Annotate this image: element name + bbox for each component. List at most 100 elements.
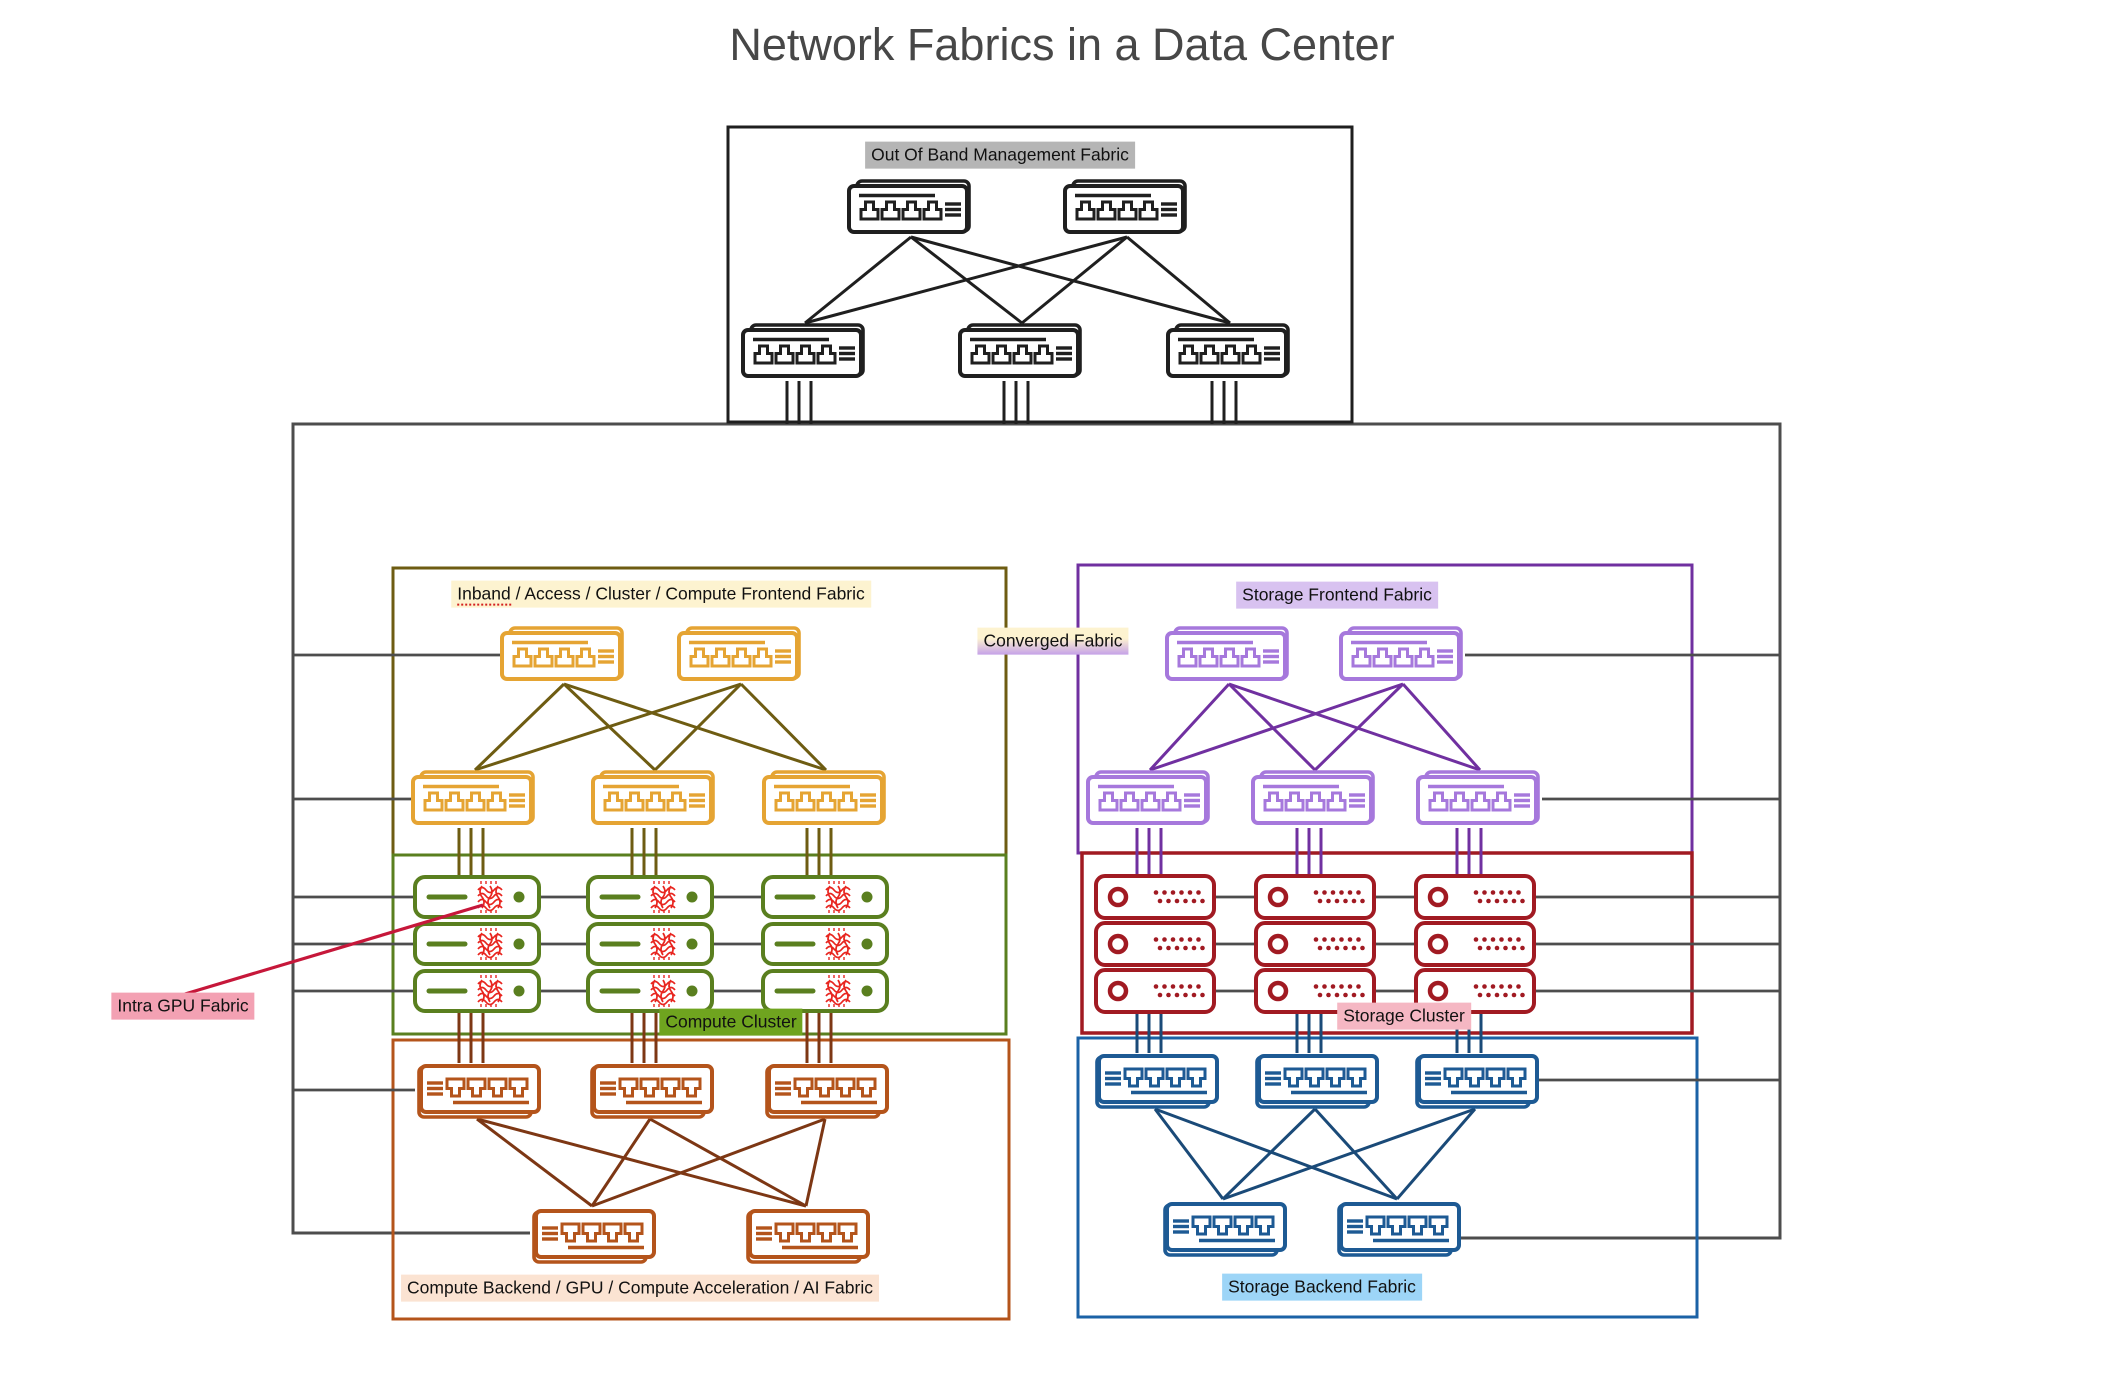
compute-server-3-1	[761, 875, 889, 919]
port-icon	[1178, 344, 1199, 365]
port-icon	[1191, 1215, 1212, 1236]
port-icon	[639, 1077, 660, 1098]
oob-leaf-switch-1	[741, 323, 865, 378]
drive-dot	[1477, 898, 1483, 904]
compute-server-1-3	[413, 969, 541, 1013]
storage-backend-spine-switch-1	[1163, 1202, 1287, 1257]
status-dot	[686, 891, 698, 903]
drive-dot	[1477, 945, 1483, 951]
drive-dot	[1313, 984, 1319, 989]
port-icon	[466, 1077, 487, 1098]
port-icon	[1428, 791, 1449, 812]
drive-dot	[1330, 937, 1336, 942]
gpu-icon	[825, 975, 851, 1007]
compute-backend-leaf-switch-2	[590, 1064, 714, 1119]
drive-dot	[1477, 992, 1483, 998]
drive-dot	[1347, 890, 1353, 895]
compute-backend-leaf-switch-1	[417, 1064, 541, 1119]
drive-dot	[1174, 945, 1180, 951]
drive-dot	[1482, 890, 1487, 895]
port-icon	[880, 200, 901, 221]
fabric-link	[1228, 682, 1481, 772]
compute-server-1-2	[413, 922, 541, 966]
power-ring-icon	[1107, 980, 1129, 1002]
port-icon	[508, 1077, 529, 1098]
drive-dot	[1356, 890, 1361, 895]
port-icon	[1470, 791, 1491, 812]
port-icon	[1241, 344, 1262, 365]
port-icon	[814, 1077, 835, 1098]
inband-leaf-switch-1	[411, 770, 535, 825]
oob-leaf-switch-3	[1166, 323, 1290, 378]
port-icon	[1372, 647, 1393, 668]
fabric-link	[910, 235, 1231, 325]
drive-dot	[1511, 945, 1517, 951]
storage-body	[1254, 968, 1376, 1014]
drive-dot	[1360, 898, 1365, 904]
drive-dot	[1174, 898, 1180, 904]
port-icon	[1075, 200, 1096, 221]
drive-dot	[1499, 984, 1504, 989]
inband-fabric-label-text: Inband / Access / Cluster / Compute Fron…	[457, 583, 865, 604]
port-icon	[901, 200, 922, 221]
status-dot	[861, 985, 873, 997]
compute-server-2-3	[586, 969, 714, 1013]
fabric-link	[1021, 235, 1128, 325]
fabric-link	[1149, 682, 1404, 772]
port-icon	[1165, 1067, 1186, 1088]
storage-server-1-3	[1094, 968, 1216, 1014]
port-icon	[689, 647, 710, 668]
gpu-icon	[477, 881, 503, 913]
port-icon	[710, 647, 731, 668]
drive-dot	[1166, 992, 1171, 998]
power-ring-icon	[1107, 886, 1129, 908]
drive-dot	[1339, 890, 1344, 895]
oob-spine-switch-1	[847, 179, 971, 234]
port-icon	[1212, 1215, 1233, 1236]
port-icon	[774, 791, 795, 812]
drive-dot	[1503, 898, 1508, 904]
drive-dot	[1153, 890, 1159, 895]
server-body	[413, 969, 541, 1013]
storage-backend-leaf-switch-1	[1095, 1054, 1219, 1109]
compute-server-3-2	[761, 922, 889, 966]
power-ring-icon	[1267, 886, 1289, 908]
port-icon	[445, 1077, 466, 1098]
port-icon	[1346, 1067, 1367, 1088]
port-icon	[835, 1077, 856, 1098]
drive-dot	[1486, 898, 1491, 904]
port-icon	[1443, 1067, 1464, 1088]
drive-dot	[1317, 945, 1323, 951]
port-icon	[816, 1222, 837, 1243]
port-icon	[487, 1077, 508, 1098]
port-icon	[1351, 647, 1372, 668]
drive-dot	[1166, 945, 1171, 951]
drive-dot	[1507, 890, 1513, 895]
storage-body	[1094, 968, 1216, 1014]
port-icon	[512, 647, 533, 668]
compute-server-2-1	[586, 875, 714, 919]
power-ring-icon	[1427, 886, 1449, 908]
inband-spine-switch-1	[500, 626, 624, 681]
oob-fabric-label: Out Of Band Management Fabric	[865, 141, 1135, 169]
drive-dot	[1494, 992, 1500, 998]
port-icon	[1140, 791, 1161, 812]
storage-frontend-leaf-switch-2	[1251, 770, 1375, 825]
compute-server-1-1	[413, 875, 541, 919]
storage-body	[1254, 874, 1376, 920]
power-ring-icon	[1427, 933, 1449, 955]
drive-dot	[1360, 945, 1365, 951]
port-icon	[1098, 791, 1119, 812]
port-icon	[753, 344, 774, 365]
status-dot	[686, 938, 698, 950]
storage-frontend-leaf-switch-3	[1416, 770, 1540, 825]
drive-dot	[1516, 937, 1521, 942]
drive-dot	[1343, 945, 1348, 951]
port-icon	[1393, 647, 1414, 668]
power-ring-icon	[1267, 933, 1289, 955]
fabric-link	[1395, 1108, 1477, 1200]
drive-dot	[1170, 890, 1176, 895]
storage-frontend-leaf-switch-1	[1086, 770, 1210, 825]
storage-server-1-2	[1094, 921, 1216, 967]
drive-dot	[1153, 937, 1159, 942]
